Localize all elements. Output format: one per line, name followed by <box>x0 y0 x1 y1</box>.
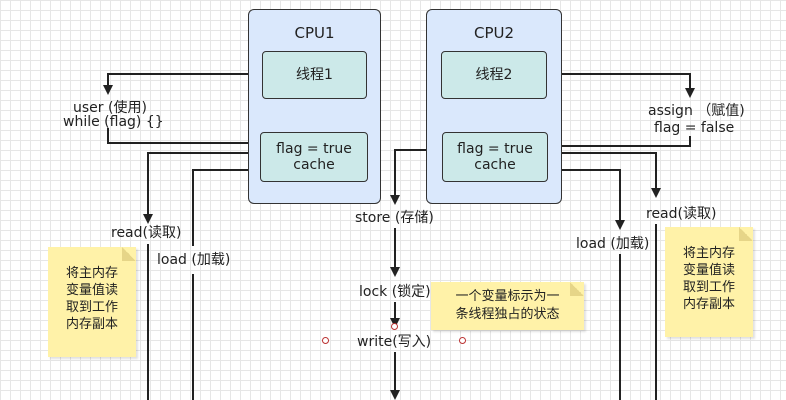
load-label-right: load (加载) <box>576 236 650 252</box>
note-lock-text: 一个变量标示为一 条线程独占的状态 <box>455 289 560 322</box>
note-right[interactable]: 将主内存 变量值读 取到工作 内存副本 <box>665 227 753 337</box>
cache1-read-arrow <box>143 152 262 224</box>
write-label: write(写入) <box>357 334 432 350</box>
load-label-left: load (加载) <box>157 252 231 268</box>
cpu1-cache-line1: flag = true <box>276 141 352 157</box>
use-label: user (使用) <box>73 100 147 116</box>
note-left-text: 将主内存 变量值读 取到工作 内存副本 <box>65 266 118 332</box>
note-lock[interactable]: 一个变量标示为一 条线程独占的状态 <box>431 282 584 330</box>
while-label: while (flag) {} <box>63 114 164 130</box>
store-label: store (存储) <box>355 210 434 226</box>
read-label-right: read(读取) <box>646 206 717 222</box>
cpu1-cache-line2: cache <box>293 157 335 173</box>
selection-handle[interactable] <box>459 337 466 344</box>
cache2-read-arrow <box>542 152 661 198</box>
cache2-load-arrow <box>542 169 625 230</box>
cpu2-cache-box[interactable]: flag = true cache <box>442 132 548 182</box>
use-arrow <box>103 73 262 95</box>
selection-handle[interactable] <box>322 337 329 344</box>
cpu2-cache-line1: flag = true <box>457 141 533 157</box>
cpu2-title: CPU2 <box>473 24 515 42</box>
note-fold-icon <box>570 282 584 296</box>
selection-handle[interactable] <box>391 323 398 330</box>
assign-arrow <box>542 73 695 98</box>
assign-label: assign （赋值) <box>648 103 745 119</box>
flag-false-arrow <box>546 136 691 151</box>
read-label-left: read(读取) <box>111 225 182 241</box>
cpu2-thread-label: 线程2 <box>475 67 513 83</box>
note-right-text: 将主内存 变量值读 取到工作 内存副本 <box>682 246 735 312</box>
cpu1-thread-box[interactable]: 线程1 <box>262 51 367 99</box>
note-fold-icon <box>122 247 136 261</box>
cpu2-cache-line2: cache <box>474 157 516 173</box>
flag-false-label: flag = false <box>654 120 735 136</box>
cpu1-title: CPU1 <box>294 24 335 42</box>
note-left[interactable]: 将主内存 变量值读 取到工作 内存副本 <box>48 247 136 357</box>
cpu1-thread-label: 线程1 <box>296 67 333 83</box>
cpu2-thread-box[interactable]: 线程2 <box>441 51 547 99</box>
while-arrow <box>107 128 260 148</box>
load-to-cache1-arrow <box>192 165 260 246</box>
cpu1-cache-box[interactable]: flag = true cache <box>260 132 368 182</box>
lock-label: lock (锁定) <box>359 284 431 300</box>
note-fold-icon <box>739 227 753 241</box>
